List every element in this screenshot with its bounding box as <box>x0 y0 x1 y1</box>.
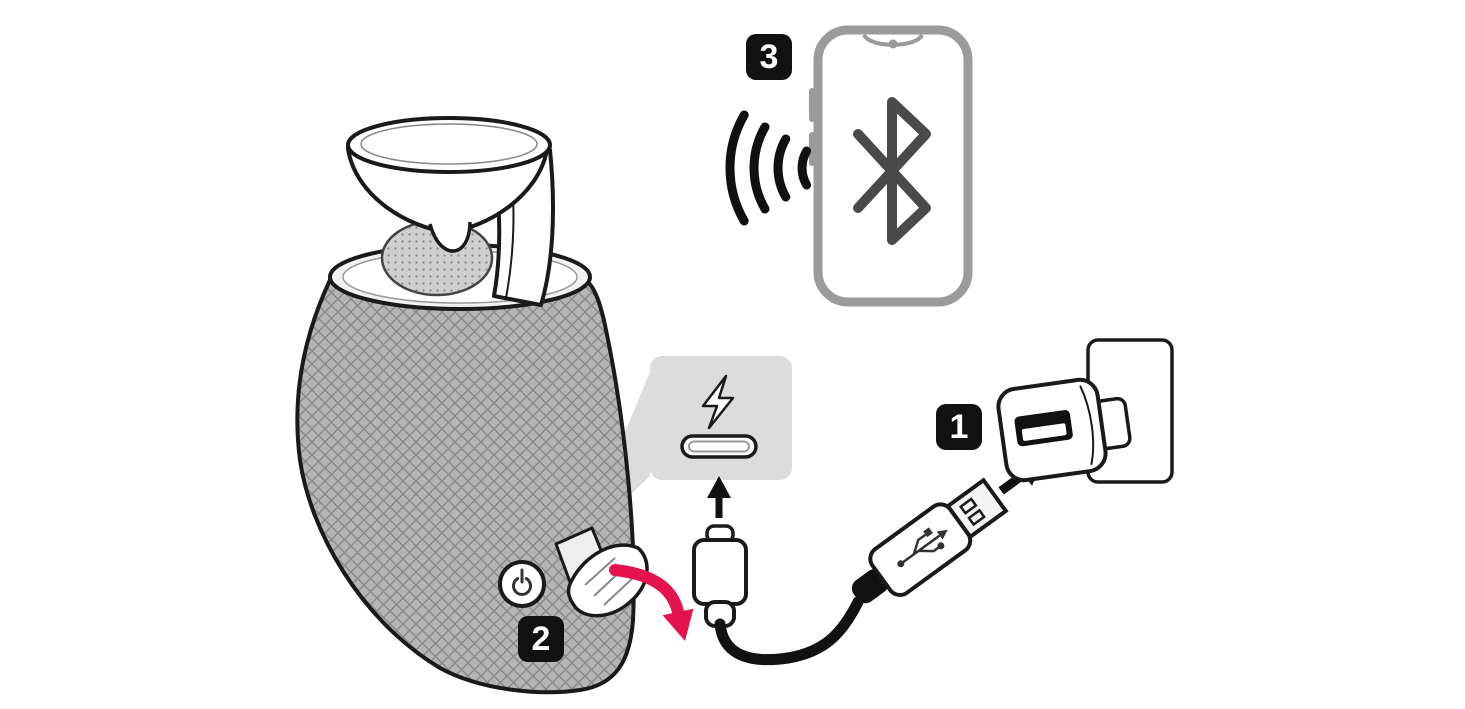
power-button <box>498 560 546 608</box>
up-arrow-icon <box>707 476 731 518</box>
usb-c-port <box>680 434 758 459</box>
step-badge-3-number: 3 <box>760 38 779 76</box>
step-badge-2: 2 <box>518 616 564 662</box>
lightning-bolt-icon <box>701 374 735 430</box>
smartphone <box>809 25 973 307</box>
usb-c-port-inner <box>688 440 750 453</box>
callout-panel <box>650 356 792 480</box>
signal-waves-icon <box>725 110 812 226</box>
phone-camera-dot <box>888 39 898 49</box>
port-cover-flap <box>554 526 649 618</box>
power-icon <box>512 568 532 596</box>
step-badge-2-number: 2 <box>532 620 551 658</box>
phone-side-button <box>809 88 815 122</box>
speaker-cone-tip <box>428 221 472 253</box>
step-badge-1: 1 <box>936 404 982 450</box>
plug-metal-shell <box>945 477 1009 540</box>
usb-port-callout <box>650 356 792 480</box>
speaker-cone-top <box>346 116 552 174</box>
power-adapter <box>996 377 1132 483</box>
speaker-body <box>295 278 636 695</box>
step-badge-3: 3 <box>746 34 792 80</box>
curved-arrow-icon <box>609 564 694 641</box>
usb-trident-icon <box>897 527 948 568</box>
bluetooth-icon <box>853 97 931 245</box>
step-badge-1-number: 1 <box>950 408 969 446</box>
usb-c-connector <box>692 524 748 628</box>
speaker-cone-top-inner <box>360 123 538 165</box>
phone-side-button <box>809 132 815 166</box>
usb-cable <box>714 596 864 666</box>
speaker <box>295 116 694 695</box>
